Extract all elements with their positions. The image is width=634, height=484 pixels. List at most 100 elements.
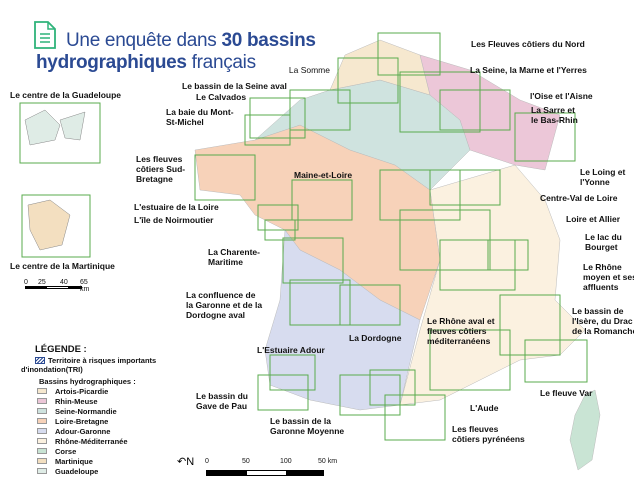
legend-swatch: [37, 398, 47, 404]
basin-label: L'estuaire de la Loire: [134, 202, 219, 212]
north-arrow-icon: ↶N: [177, 456, 195, 468]
title-text-2: français: [186, 52, 256, 73]
basin-label: L'île de Noirmoutier: [134, 215, 214, 225]
legend-swatch: [37, 388, 47, 394]
study-area-frame: [377, 32, 441, 76]
legend-label: Rhône-Méditerranée: [55, 436, 128, 446]
title-bold: 30 bassins: [221, 30, 316, 51]
study-area-frame: [439, 89, 511, 131]
study-area-frame: [429, 169, 501, 206]
legend-swatch: [37, 448, 47, 454]
basin-label: Le fleuve Var: [540, 388, 593, 398]
study-area-frame: [439, 239, 516, 291]
scale-tick: 0: [24, 279, 28, 286]
legend-label: Rhin-Meuse: [55, 396, 98, 406]
scale-tick: 50 km: [318, 458, 338, 465]
legend-item: Guadeloupe: [37, 466, 156, 476]
document-icon: [34, 21, 56, 49]
basin-label: Le Rhône aval et fleuves côtiers méditer…: [427, 316, 495, 346]
legend-swatch: [37, 418, 47, 424]
legend-swatch: [37, 468, 47, 474]
guadeloupe-inset: [24, 109, 86, 146]
study-area-frame: [369, 369, 416, 406]
basin-label: L'Estuaire Adour: [257, 345, 325, 355]
study-area-frame: [339, 284, 401, 326]
basin-label: Le lac du Bourget: [585, 232, 622, 252]
tri-hatch-swatch: [35, 357, 45, 364]
scale-main-labels: 0 50 100 50 km: [205, 458, 337, 465]
basin-label: Le Loing et l'Yonne: [580, 167, 626, 187]
basin-label: L'Aude: [470, 403, 499, 413]
basin-label: Le Calvados: [196, 92, 247, 102]
title-text: Une enquête dans: [66, 30, 222, 51]
north-label: N: [186, 456, 195, 468]
basin-label: La Dordogne: [349, 333, 402, 343]
study-area-frame: [384, 394, 446, 441]
legend-title: LÉGENDE :: [35, 344, 87, 355]
scale-bar-main: [206, 470, 324, 476]
study-area-frame: [257, 204, 299, 231]
study-area-frame: [429, 329, 511, 391]
legend-item: Seine-Normandie: [37, 406, 156, 416]
legend-item: Artois-Picardie: [37, 386, 156, 396]
legend-label: Artois-Picardie: [55, 386, 109, 396]
legend-label: Adour-Garonne: [55, 426, 111, 436]
study-area-frame: [379, 169, 461, 221]
study-area-frame: [337, 57, 399, 104]
tri-label-2: d'inondation(TRI): [21, 365, 83, 374]
study-area-frame: [282, 237, 344, 284]
legend-label: Corse: [55, 446, 77, 456]
basin-rhin-meuse: [419, 54, 561, 171]
guadeloupe-inset-frame: [19, 102, 101, 164]
basin-label: La Somme: [288, 65, 330, 75]
basin-label: La Sarre et le Bas-Rhin: [531, 105, 578, 125]
legend: LÉGENDE : Territoire à risques important…: [21, 344, 156, 476]
study-area-frame: [244, 114, 291, 146]
legend-swatch: [37, 458, 47, 464]
basin-label: l'Oise et l'Aisne: [530, 91, 593, 101]
basin-label: Les Fleuves côtiers du Nord: [471, 39, 585, 49]
study-area-frames: [194, 32, 588, 441]
study-area-frame: [291, 179, 353, 221]
basin-adour-garonne: [264, 229, 421, 411]
basin-label: Le bassin de l'Isère, du Drac et de la R…: [572, 306, 634, 336]
scale-bar-small: [25, 286, 82, 289]
legend-item: Martinique: [37, 456, 156, 466]
martinique-label: Le centre de la Martinique: [10, 261, 115, 271]
study-area-frame: [194, 154, 256, 201]
corsica: [569, 389, 601, 471]
basin-label: Le bassin du Gave de Pau: [196, 391, 248, 411]
basin-label: Le Rhône moyen et ses affluents: [583, 262, 634, 292]
martinique-inset-frame: [21, 194, 91, 258]
legend-swatch: [37, 428, 47, 434]
study-area-frame: [269, 354, 316, 391]
study-area-frame: [524, 339, 588, 383]
basin-label: Loire et Allier: [566, 214, 621, 224]
legend-label: Seine-Normandie: [55, 406, 117, 416]
basin-label: Le bassin de la Seine aval: [182, 81, 287, 91]
legend-label: Martinique: [55, 456, 93, 466]
scale-tick: 40: [60, 279, 68, 286]
basins-title: Bassins hydrographiques :: [39, 377, 136, 386]
legend-label: Loire-Bretagne: [55, 416, 109, 426]
study-area-frame: [399, 71, 481, 133]
legend-item: Corse: [37, 446, 156, 456]
legend-item: Adour-Garonne: [37, 426, 156, 436]
legend-item: Rhin-Meuse: [37, 396, 156, 406]
study-area-frame: [289, 89, 351, 131]
basin-label: Les fleuves côtiers pyrénéens: [452, 424, 525, 444]
basin-label: Maine-et-Loire: [294, 170, 353, 180]
scale-tick: 0: [205, 458, 209, 465]
legend-item: Loire-Bretagne: [37, 416, 156, 426]
basin-label: La Charente- Maritime: [208, 247, 260, 267]
guadeloupe-label: Le centre de la Guadeloupe: [10, 90, 122, 100]
legend-swatch: [37, 408, 47, 414]
study-area-frame: [514, 112, 576, 162]
study-area-frame: [499, 294, 561, 356]
title-bold-2: hydrographiques: [36, 52, 187, 73]
study-area-frame: [249, 97, 306, 139]
legend-item: Rhône-Méditerranée: [37, 436, 156, 446]
basin-label: Les fleuves côtiers Sud- Bretagne: [136, 154, 186, 184]
scale-small-labels: 0 25 40 65 km: [24, 279, 89, 293]
